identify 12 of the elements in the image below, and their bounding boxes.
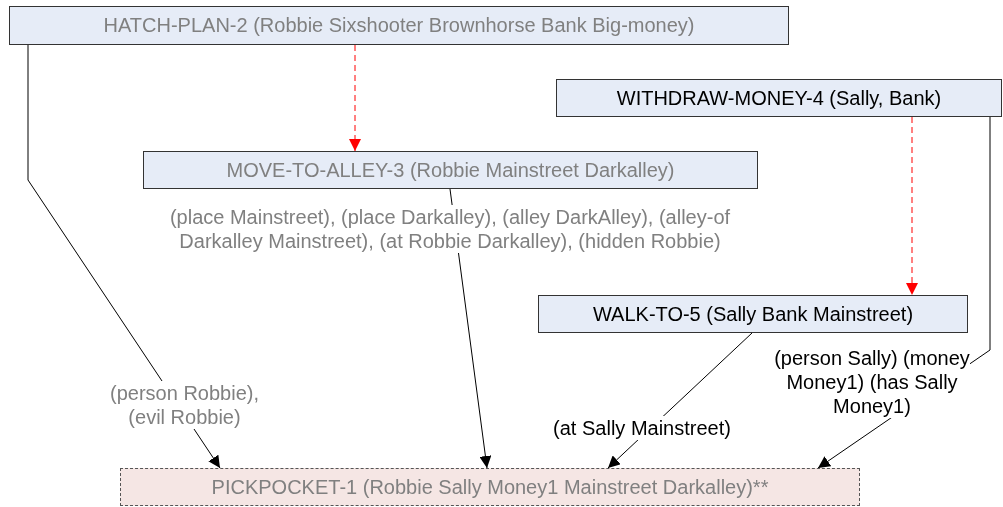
action-box: [143, 151, 758, 189]
node-label: WALK-TO-5 (Sally Bank Mainstreet): [592, 302, 914, 326]
node-label: MOVE-TO-ALLEY-3 (Robbie Mainstreet Darkalley): [226, 158, 675, 182]
arrow: [906, 116, 918, 296]
action-box: [556, 79, 1002, 117]
action-box: [9, 6, 789, 45]
node-label: WITHDRAW-MONEY-4 (Sally, Bank): [616, 86, 942, 110]
goal-box: [120, 468, 860, 506]
action-box: [538, 295, 968, 333]
node-label: HATCH-PLAN-2 (Robbie Sixshooter Brownhorse Bank Big-money): [103, 14, 695, 37]
node-label: PICKPOCKET-1 (Robbie Sally Money1 Mainstreet Darkalley)**: [211, 475, 769, 499]
arrow: [349, 44, 361, 152]
